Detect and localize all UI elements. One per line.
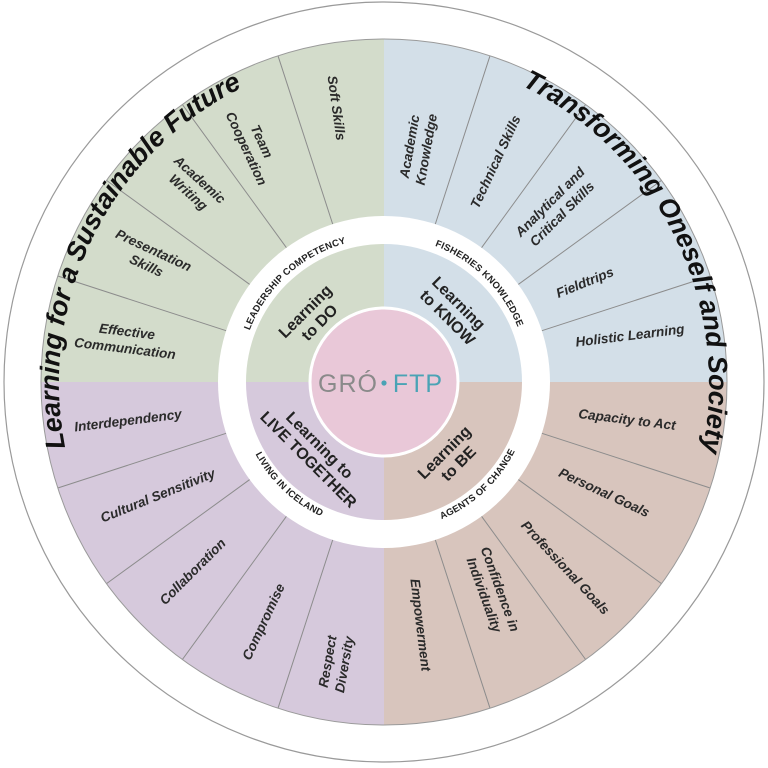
- segment-divider: [277, 539, 334, 709]
- segment-divider: [541, 432, 711, 489]
- logo-ftp-text: FTP: [393, 370, 443, 398]
- segment-divider: [57, 432, 227, 489]
- logo-gro-text: GRÓ: [318, 369, 378, 398]
- sector-rim: [40, 38, 728, 726]
- segment-divider: [106, 479, 250, 585]
- segment-divider: [481, 104, 587, 248]
- logo-dot-icon: [381, 380, 387, 386]
- gro-ftp-logo: GRÓ FTP: [318, 369, 443, 398]
- segment-divider: [434, 539, 491, 709]
- segment-divider: [106, 179, 250, 285]
- segment-divider: [541, 275, 711, 332]
- segment-divider: [518, 179, 662, 285]
- segment-divider: [181, 104, 287, 248]
- segment-divider: [277, 55, 334, 225]
- segment-divider: [57, 275, 227, 332]
- segment-divider: [181, 516, 287, 660]
- segment-dividers: [40, 38, 728, 726]
- segment-divider: [518, 479, 662, 585]
- segment-divider: [434, 55, 491, 225]
- segment-divider: [481, 516, 587, 660]
